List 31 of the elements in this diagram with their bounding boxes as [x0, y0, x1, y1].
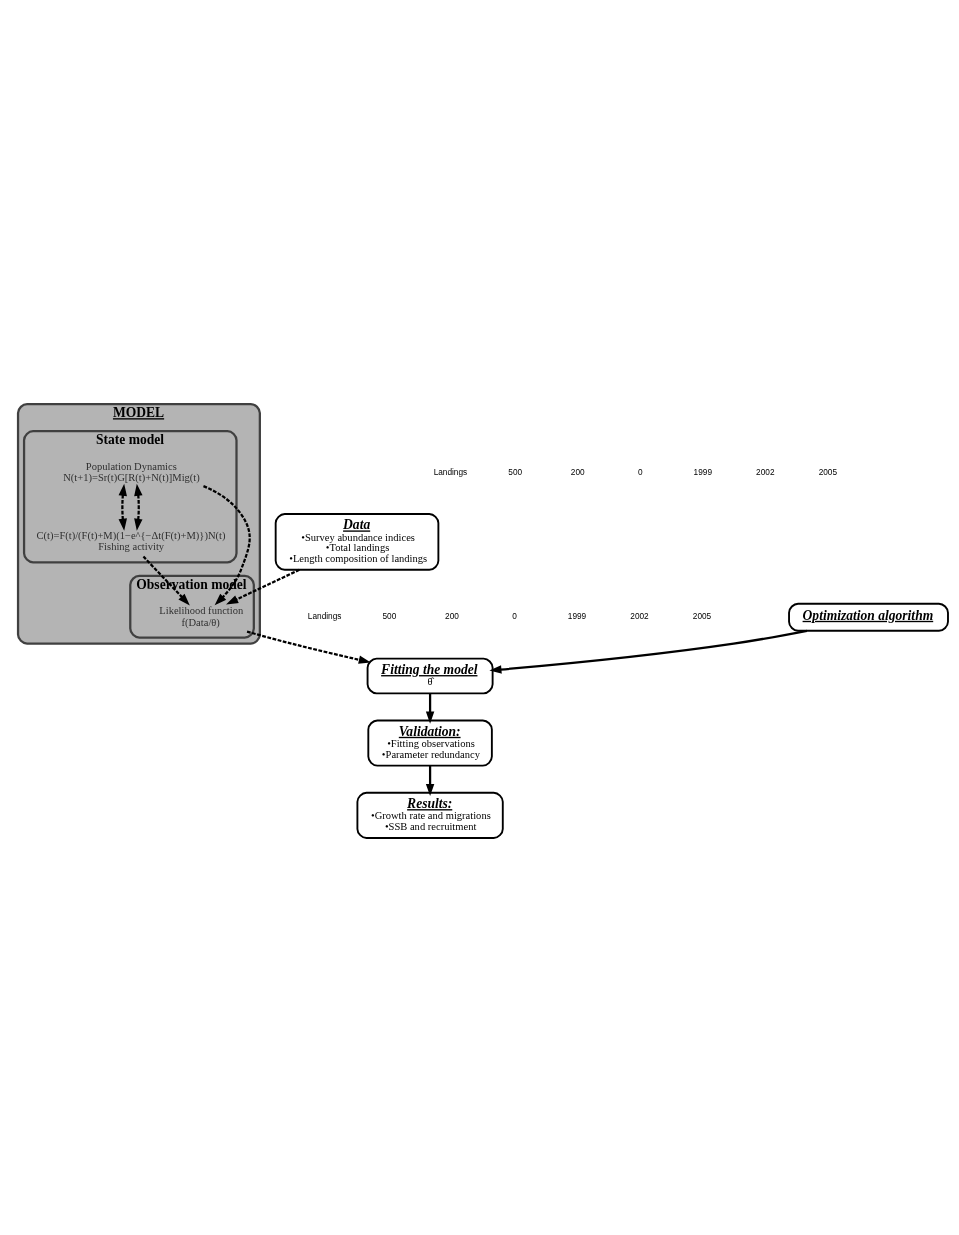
label: 2005	[818, 467, 837, 477]
label: 2002	[755, 467, 775, 477]
arrow	[142, 555, 190, 605]
arrow	[488, 629, 807, 674]
arrow	[246, 630, 371, 664]
label: 200	[444, 611, 459, 621]
node-text: Population Dynamics N(t+1)=Sr(t)G[R(t)+N(t)]Mig(t)	[62, 460, 200, 483]
node-box: Fitting the model θ̂	[366, 657, 494, 694]
arrow	[225, 568, 300, 604]
node-box: Data •Survey abundance indices •Total landings •Length composition of landings	[274, 512, 439, 571]
node-text: C(t)=F(t)/(F(t)+M)(1−e^{−Δt(F(t)+M)})N(t) Fishing activity	[36, 529, 225, 552]
label: 500	[507, 467, 522, 477]
label: 2002	[629, 611, 649, 621]
label: 0	[637, 467, 643, 477]
node-text: Likelihood function f(Data/θ)	[158, 604, 243, 628]
label: Landings	[307, 611, 341, 621]
label: 1999	[693, 467, 712, 477]
label: 500	[382, 611, 396, 621]
arrow	[425, 693, 434, 724]
arrow	[133, 483, 143, 531]
arrow	[118, 483, 127, 531]
label: 1999	[567, 611, 586, 621]
label: Landings	[433, 467, 467, 477]
label: 2005	[692, 611, 711, 621]
node-box: Results: •Growth rate and migrations •SSB and recruitment	[355, 791, 504, 839]
label: 0	[511, 611, 517, 621]
arrow	[202, 484, 251, 605]
label: 200	[570, 467, 585, 477]
arrow	[425, 765, 434, 796]
node-box: Validation: •Fitting observations •Parameter redundancy	[366, 719, 493, 767]
node-box: Optimization algorithm	[787, 602, 949, 632]
